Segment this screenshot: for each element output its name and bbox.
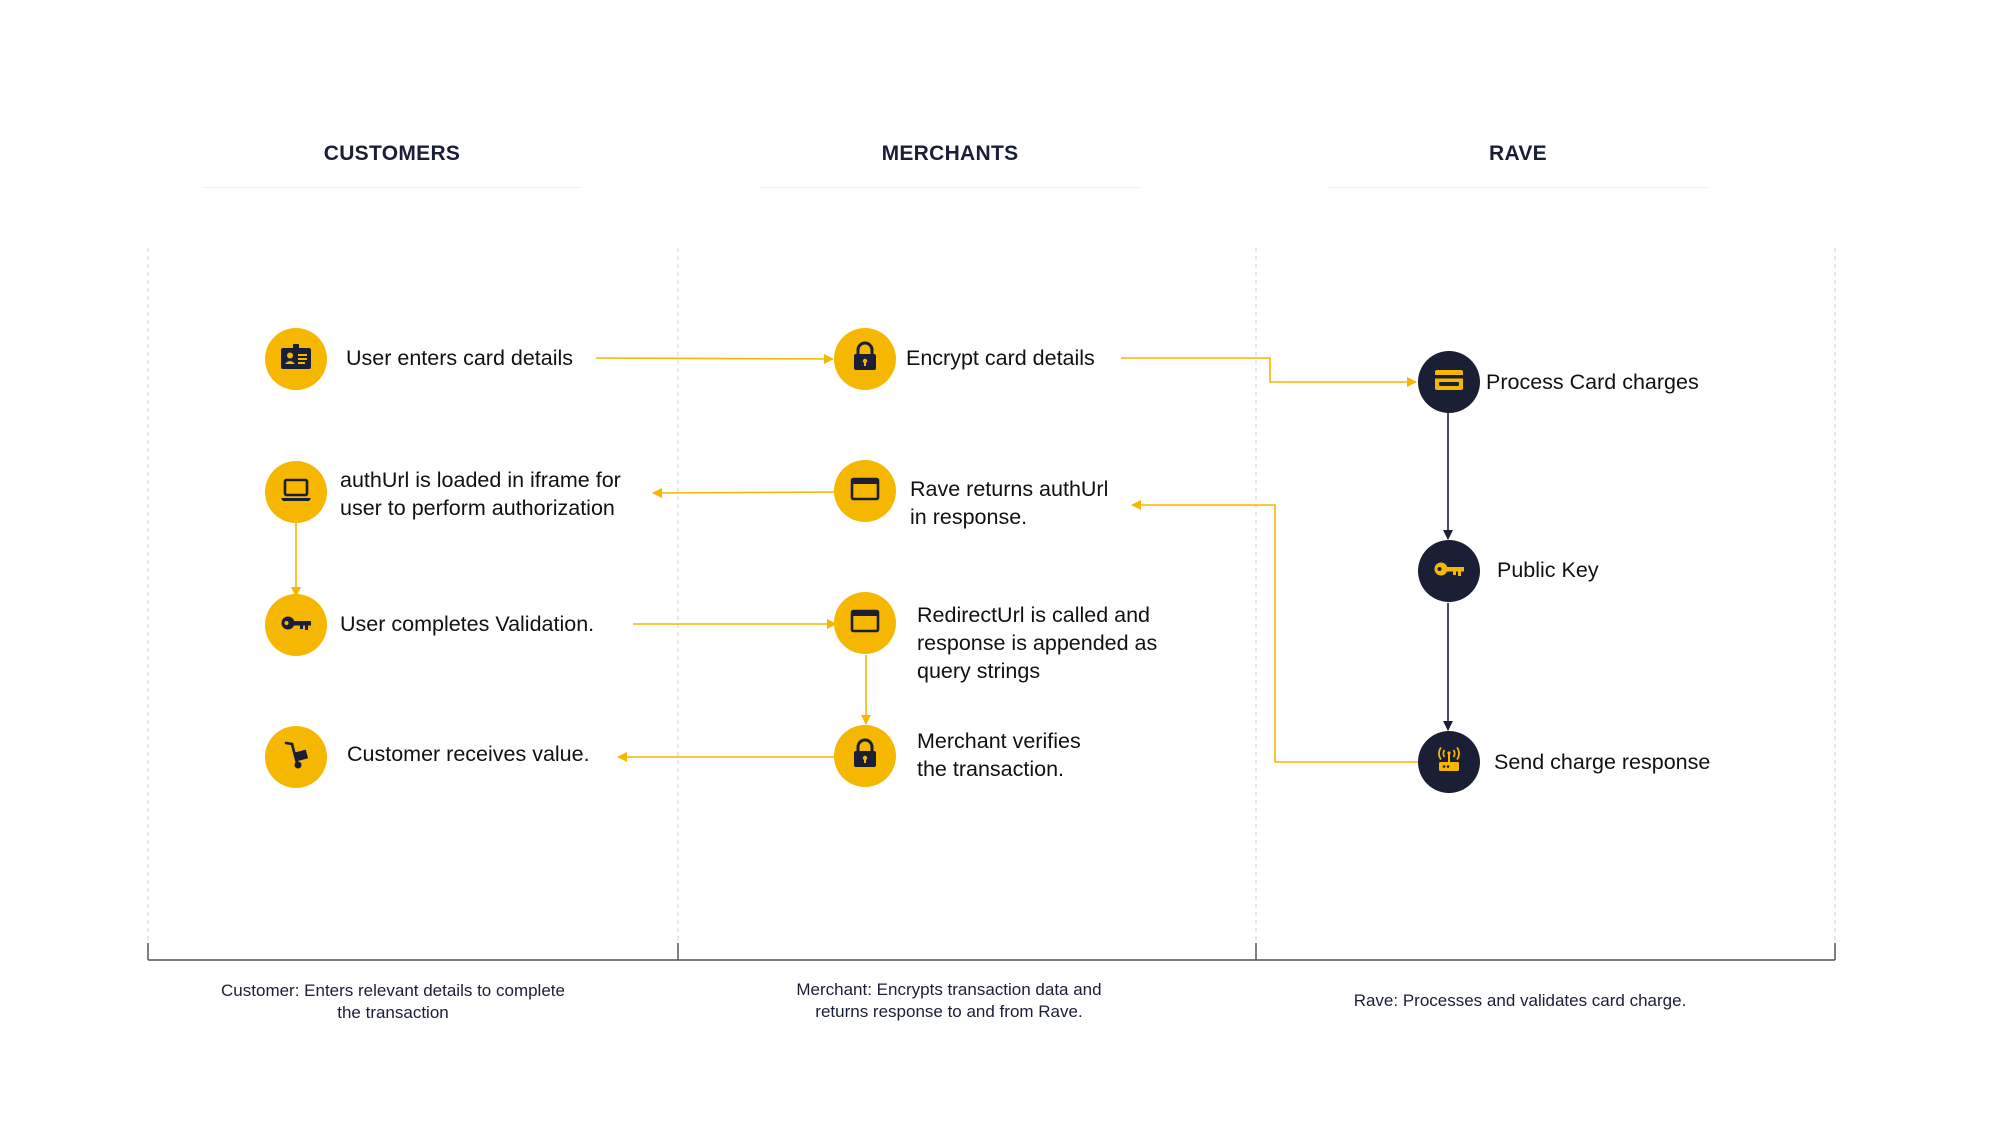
router-icon [1431,742,1467,783]
arrow-m1-to-r1 [1121,357,1417,387]
label-public-key: Public Key [1497,558,1599,582]
key-icon [1431,551,1467,592]
browser-window-icon [847,603,883,644]
caption-customers: Customer: Enters relevant details to com… [221,981,565,1022]
node-encrypt-card-details [834,328,896,390]
browser-window-icon [847,471,883,512]
node-user-completes-validation [265,594,327,656]
label-send-charge-response: Send charge response [1494,750,1711,774]
lane-title-merchants: MERCHANTS [881,142,1019,165]
lock-icon [847,736,883,777]
node-process-card-charges [1418,351,1480,413]
caption-rave: Rave: Processes and validates card charg… [1353,991,1687,1010]
node-customer-receives-value [265,726,327,788]
node-redirecturl-called [834,592,896,654]
lane-dividers [147,248,1836,950]
id-card-icon [278,339,314,380]
label-encrypt-card-details: Encrypt card details [906,346,1095,370]
node-rave-returns-authurl [834,460,896,522]
label-customer-receives-value: Customer receives value. [347,742,590,766]
node-authurl-loaded [265,461,327,523]
arrow-m2-to-c2 [652,487,839,498]
hand-truck-icon [278,737,314,778]
lane-title-customers: CUSTOMERS [323,142,461,165]
arrow-c1-to-m1 [595,353,834,364]
label-user-completes-validation: User completes Validation. [340,612,595,636]
bottom-bracket [147,943,1836,961]
lane-title-rule [1328,187,1708,188]
credit-card-icon [1431,362,1467,403]
node-merchant-verifies [834,725,896,787]
label-process-card-charges: Process Card charges [1486,370,1699,394]
node-public-key [1418,540,1480,602]
lane-title-rule [760,187,1140,188]
lock-icon [847,339,883,380]
arrow-r3-to-m2 [1131,500,1418,763]
key-icon [278,605,314,646]
lane-title-rave: RAVE [1489,142,1547,165]
node-send-charge-response [1418,731,1480,793]
node-user-enters-card-details [265,328,327,390]
label-user-enters-card-details: User enters card details [346,346,574,370]
lane-title-rule [202,187,582,188]
laptop-icon [278,472,314,513]
